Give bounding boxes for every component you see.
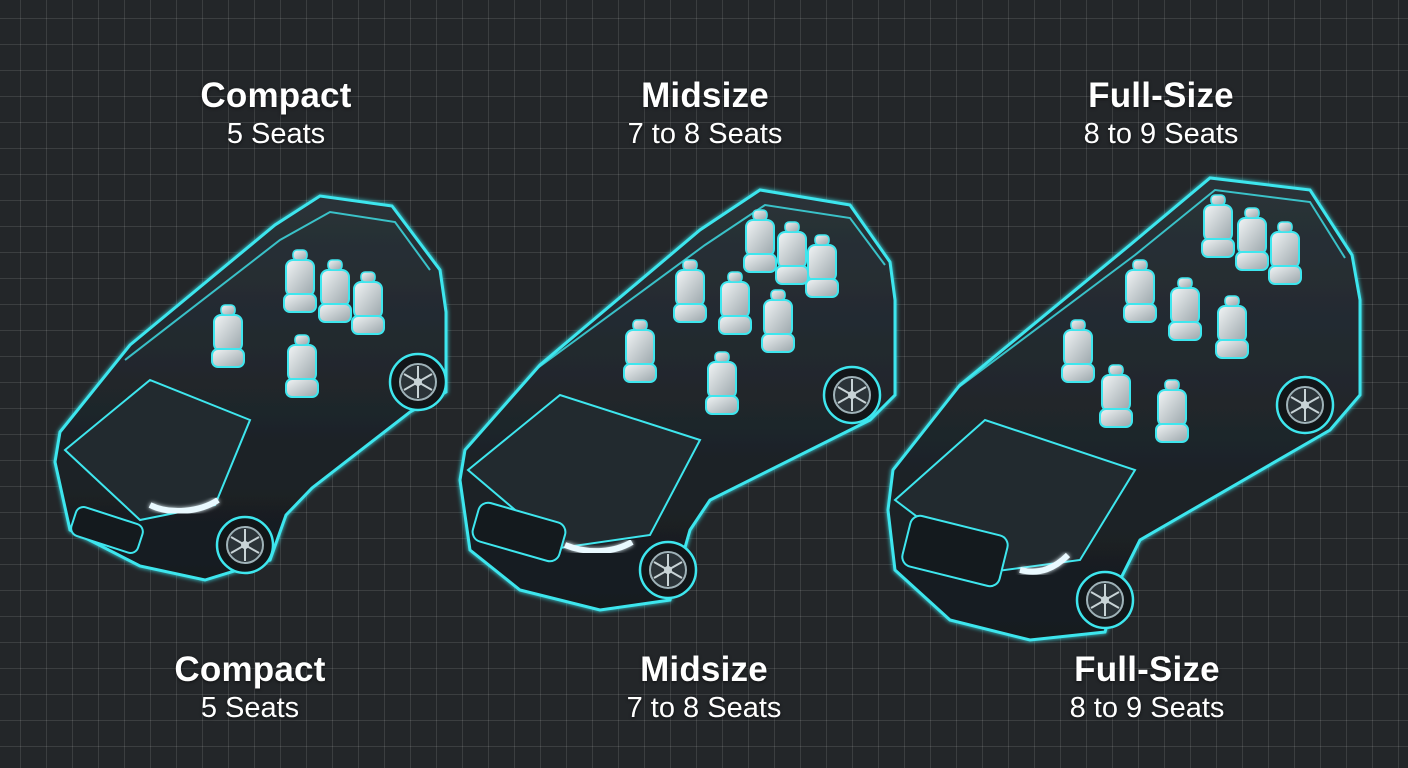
compact-seat-count: 5 Seats	[200, 692, 300, 724]
midsize-seat-count: 7 to 8 Seats	[627, 118, 783, 150]
top-label-full-size: Full-Size 8 to 9 Seats	[1001, 76, 1321, 152]
bottom-label-midsize: Midsize 7 to 8 Seats	[544, 650, 864, 726]
top-label-midsize: Midsize 7 to 8 Seats	[545, 76, 865, 152]
full-size-title: Full-Size	[1074, 650, 1220, 689]
compact-title: Compact	[200, 76, 352, 115]
bottom-label-full-size: Full-Size 8 to 9 Seats	[987, 650, 1307, 726]
top-label-compact: Compact 5 Seats	[116, 76, 436, 152]
midsize-seat-count: 7 to 8 Seats	[626, 692, 782, 724]
full-size-vehicle	[886, 176, 1362, 642]
midsize-title: Midsize	[640, 650, 768, 689]
compact-title: Compact	[174, 650, 326, 689]
full-size-seat-count: 8 to 9 Seats	[1083, 118, 1239, 150]
midsize-title: Midsize	[641, 76, 769, 115]
bottom-label-compact: Compact 5 Seats	[90, 650, 410, 726]
compact-seat-count: 5 Seats	[226, 118, 326, 150]
compact-vehicle	[53, 194, 448, 582]
full-size-title: Full-Size	[1088, 76, 1234, 115]
full-size-seat-count: 8 to 9 Seats	[1069, 692, 1225, 724]
midsize-vehicle	[458, 188, 897, 612]
